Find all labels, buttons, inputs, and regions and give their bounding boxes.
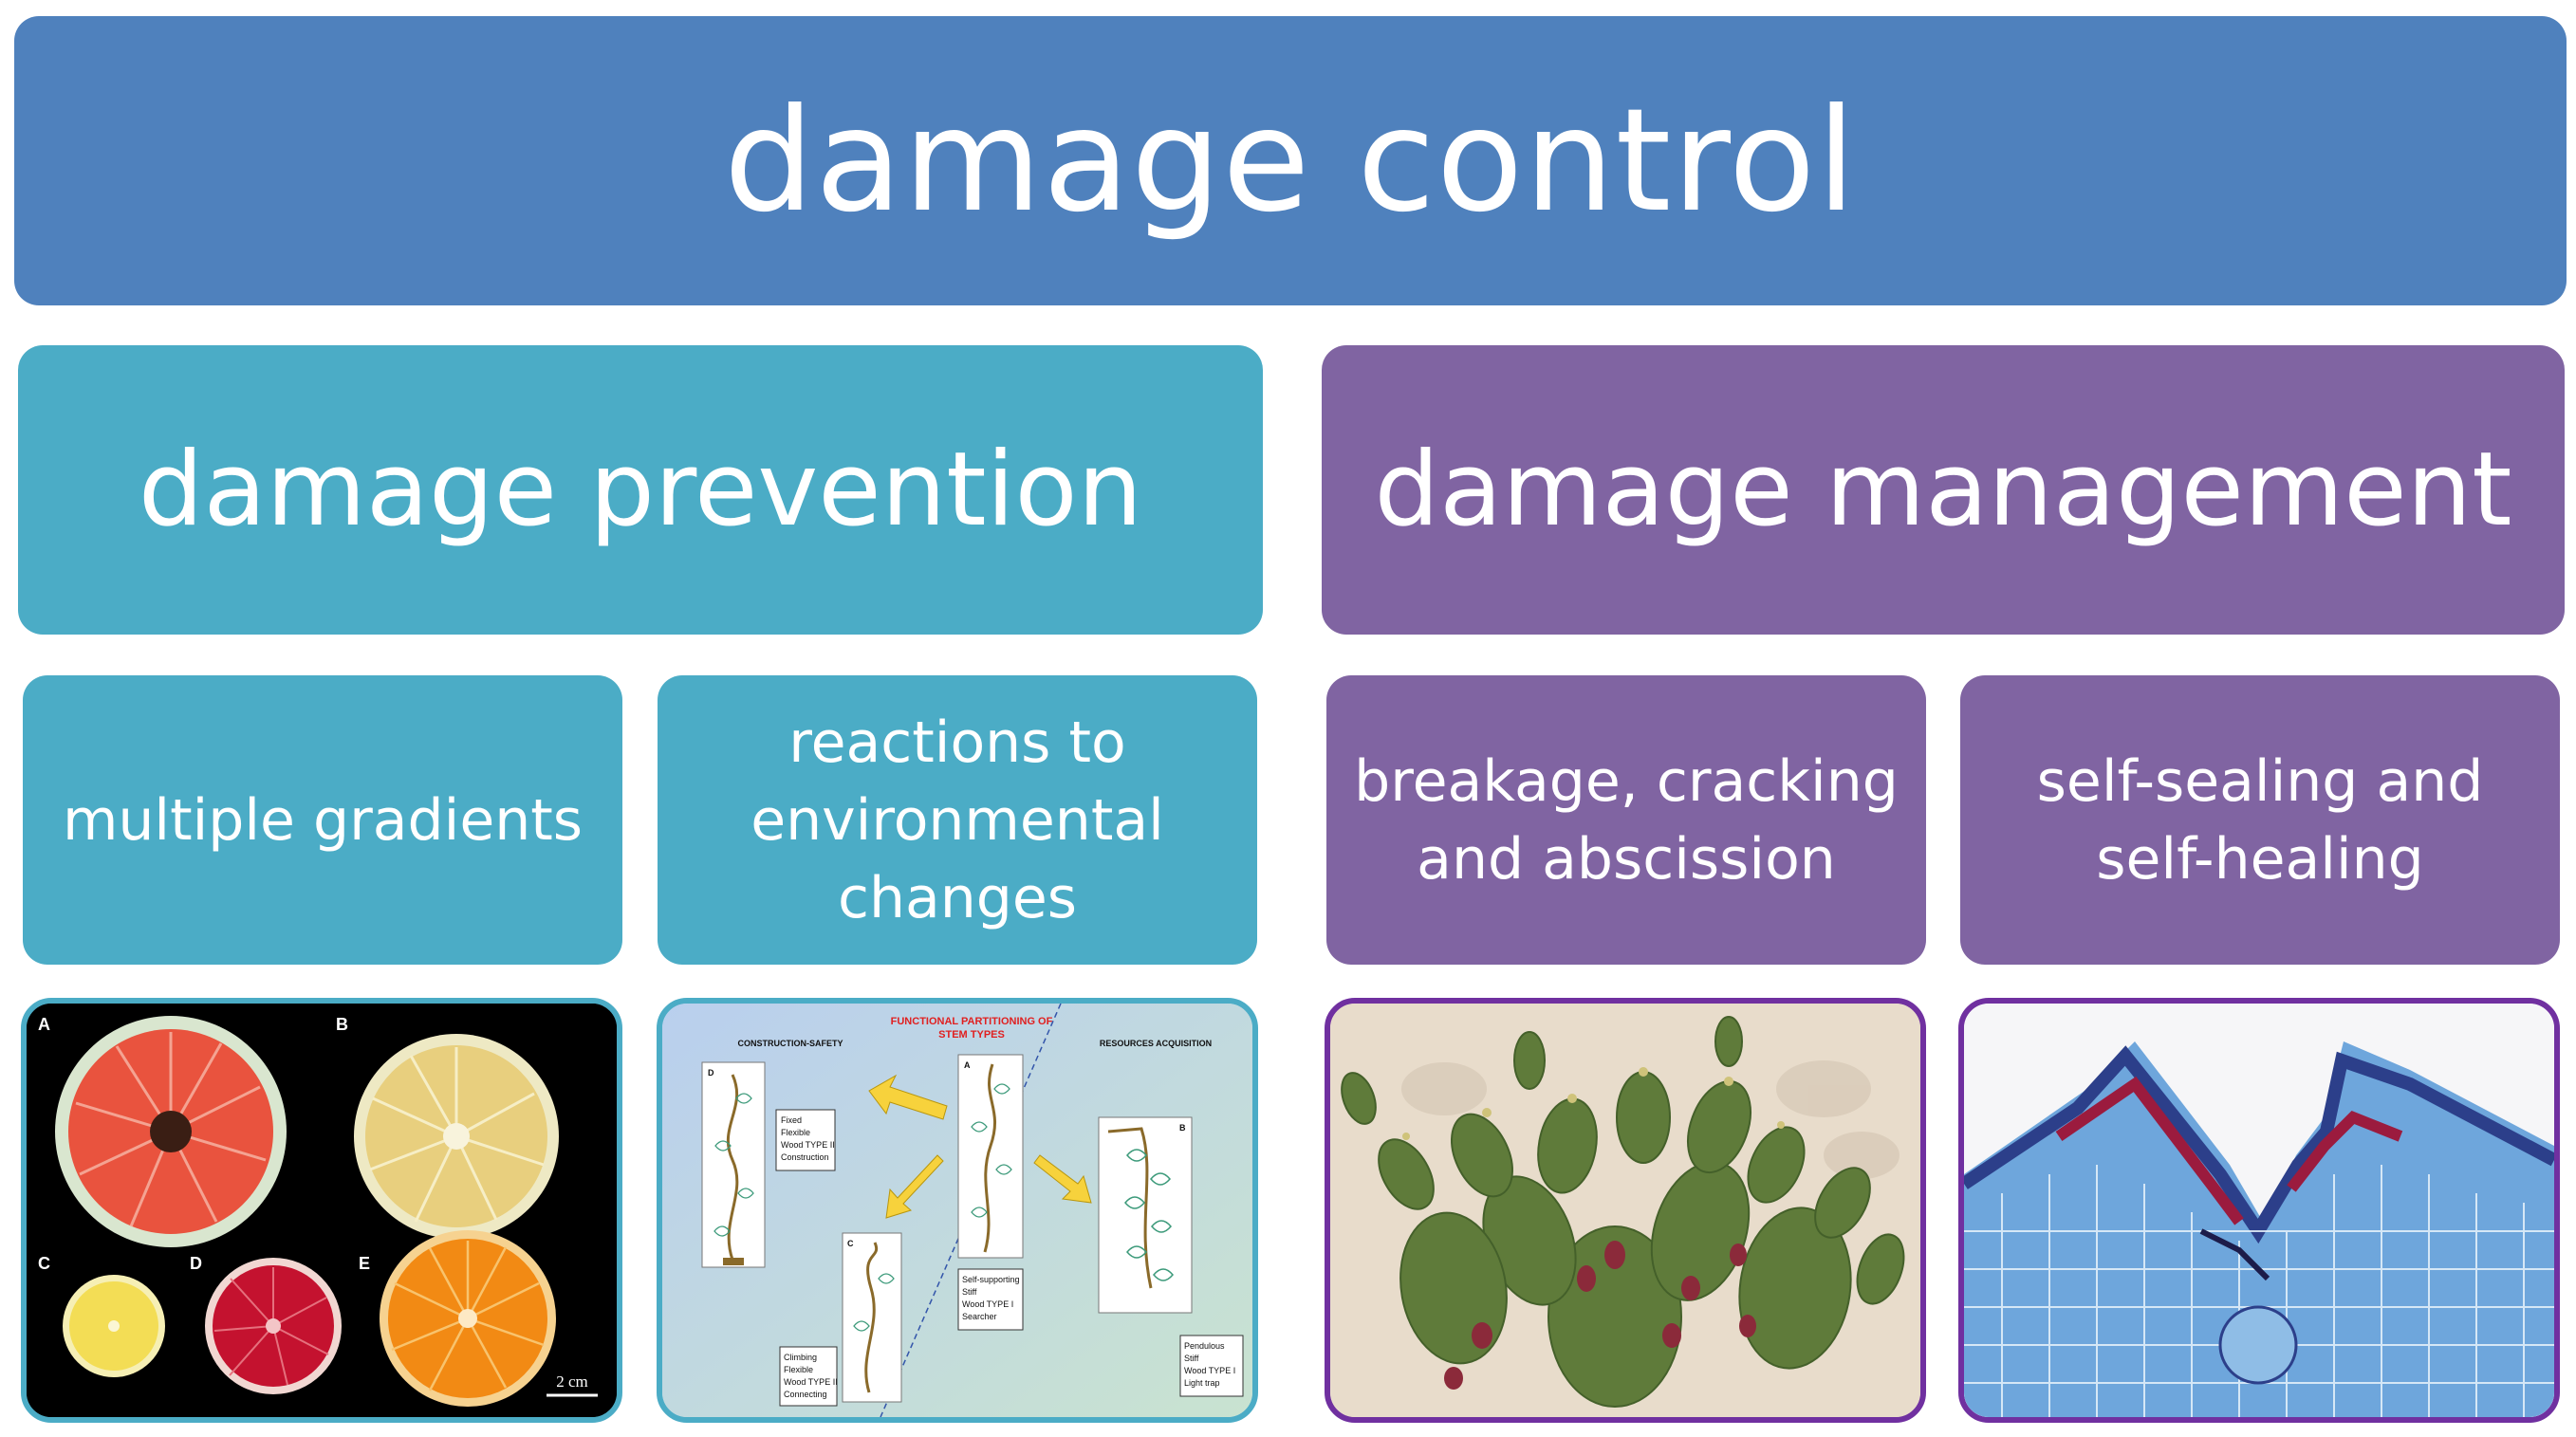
title-banner: damage control [14, 16, 2567, 305]
stem-label-b: B [1179, 1123, 1186, 1133]
stem-label-a: A [964, 1060, 971, 1070]
box-b-line4: Light trap [1184, 1378, 1220, 1388]
box-a-line3: Wood TYPE I [962, 1299, 1013, 1309]
box-d-line4: Construction [781, 1152, 829, 1162]
wound-healing-section-panel [1958, 998, 2560, 1423]
box-b-line2: Stiff [1184, 1354, 1199, 1363]
box-d-line3: Wood TYPE II [781, 1140, 835, 1150]
diagram-title-line1: FUNCTIONAL PARTITIONING OF [891, 1016, 1053, 1027]
figure-label-b: B [336, 1015, 348, 1034]
box-a-line4: Searcher [962, 1312, 997, 1321]
damage-management-heading: damage management [1374, 431, 2512, 549]
damage-management-banner: damage management [1322, 345, 2565, 635]
page-title: damage control [723, 78, 1858, 244]
box-c-line2: Flexible [784, 1365, 813, 1374]
box-c-line4: Connecting [784, 1390, 827, 1399]
figure-label-a: A [38, 1015, 50, 1034]
arrow-to-d [868, 1074, 948, 1120]
stem-types-diagram: FUNCTIONAL PARTITIONING OF STEM TYPES CO… [662, 1004, 1252, 1417]
construction-safety-header: CONSTRUCTION-SAFETY [738, 1039, 843, 1048]
box-a-line1: Self-supporting [962, 1275, 1020, 1284]
breakage-label: breakage, cracking and abscission [1354, 747, 1899, 893]
arrow-to-b [1033, 1154, 1092, 1204]
stem-types-diagram-panel: FUNCTIONAL PARTITIONING OF STEM TYPES CO… [657, 998, 1258, 1423]
box-c-line3: Wood TYPE II [784, 1377, 838, 1387]
stem-label-c: C [847, 1239, 854, 1248]
citrus-photo-panel: A B C D E 2 cm [21, 998, 622, 1423]
box-b-line1: Pendulous [1184, 1341, 1225, 1351]
damage-prevention-banner: damage prevention [18, 345, 1263, 635]
figure-label-c: C [38, 1254, 50, 1273]
self-healing-box: self-sealing and self-healing [1960, 675, 2560, 965]
arrow-to-c [885, 1154, 944, 1219]
box-c-line1: Climbing [784, 1353, 817, 1362]
stem-label-d: D [708, 1068, 714, 1078]
breakage-box: breakage, cracking and abscission [1326, 675, 1926, 965]
environmental-reactions-box: reactions to environmental changes [658, 675, 1257, 965]
multiple-gradients-label: multiple gradients [62, 786, 584, 854]
multiple-gradients-box: multiple gradients [23, 675, 622, 965]
opuntia-cactus-image [1330, 1004, 1920, 1417]
resources-acquisition-header: RESOURCES ACQUISITION [1100, 1039, 1212, 1048]
scale-bar-label: 2 cm [556, 1373, 588, 1391]
cactus-photo-panel [1325, 998, 1926, 1423]
box-d-line2: Flexible [781, 1128, 810, 1137]
box-d-line1: Fixed [781, 1115, 802, 1125]
self-healing-microscopy-image [1964, 1004, 2554, 1417]
damage-prevention-heading: damage prevention [138, 431, 1143, 549]
citrus-fruits-image: A B C D E 2 cm [27, 1004, 617, 1417]
diagram-title-line2: STEM TYPES [938, 1029, 1005, 1041]
box-a-line2: Stiff [962, 1287, 977, 1297]
figure-label-d: D [190, 1254, 202, 1273]
environmental-reactions-label: reactions to environmental changes [751, 709, 1164, 931]
box-b-line3: Wood TYPE I [1184, 1366, 1235, 1375]
figure-label-e: E [359, 1254, 370, 1273]
self-healing-label: self-sealing and self-healing [2036, 747, 2484, 893]
